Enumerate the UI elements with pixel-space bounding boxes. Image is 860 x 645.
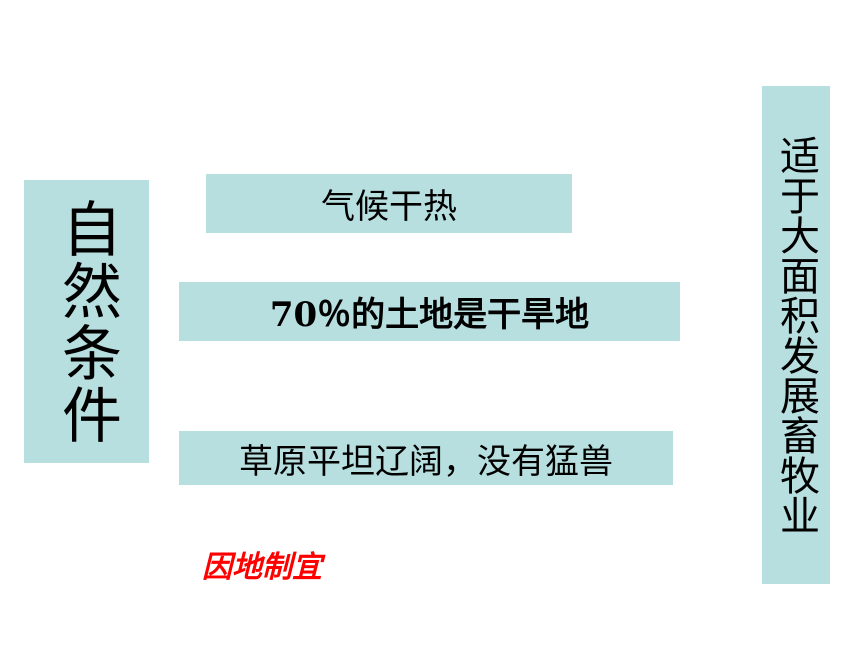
condition-arid-land-label: 70％的土地是干旱地 (269, 295, 590, 335)
conclusion-label: 适于大面积发展畜牧业 (773, 135, 819, 535)
conclusion-box: 适于大面积发展畜牧业 (762, 86, 830, 584)
condition-grassland-box: 草原平坦辽阔，没有猛兽 (179, 431, 673, 485)
condition-arid-land-box: 70％的土地是干旱地 (179, 282, 680, 341)
condition-climate-label: 气候干热 (321, 187, 457, 227)
condition-grassland-label: 草原平坦辽阔，没有猛兽 (239, 441, 613, 482)
condition-climate-box: 气候干热 (206, 174, 572, 233)
motto-text: 因地制宜 (202, 550, 322, 585)
natural-conditions-label: 自然条件 (51, 197, 122, 446)
natural-conditions-box: 自然条件 (24, 180, 149, 463)
